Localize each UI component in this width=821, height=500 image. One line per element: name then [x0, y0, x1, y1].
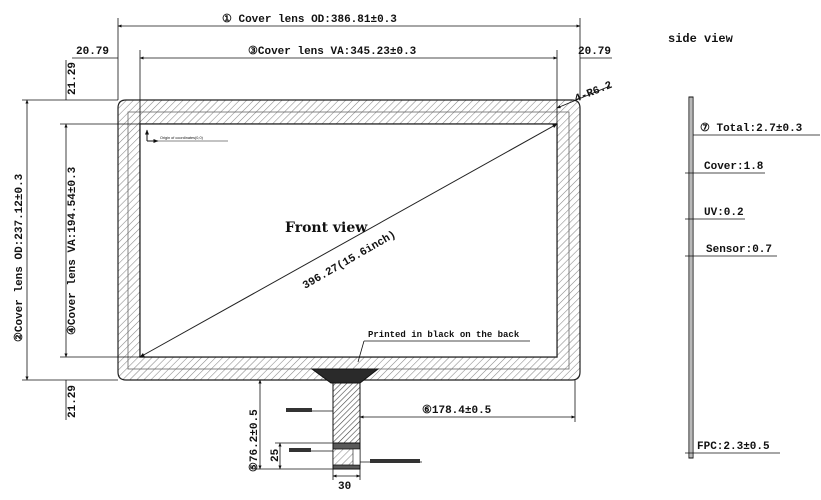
- cover-od-label: ① Cover lens OD:386.81±0.3: [222, 13, 397, 26]
- height-va-label: ④Cover lens VA:194.54±0.3: [66, 166, 79, 335]
- margin-left-label: 20.79: [76, 46, 109, 58]
- front-view: Origin of coordinates(0,0) 396.27(15.6in…: [117, 99, 581, 381]
- fpc-dimensions: ⑥178.4±0.5 ⑤76.2±0.5 25 30: [248, 379, 576, 493]
- margin-right-label: 20.79: [578, 46, 611, 58]
- height-od-label: ②Cover lens OD:237.12±0.3: [13, 173, 26, 342]
- fpc-side-label: FPC:2.3±0.5: [697, 441, 770, 453]
- print-note: Printed in black on the back: [368, 330, 520, 340]
- sensor-label: Sensor:0.7: [706, 244, 772, 256]
- fpc-width-label: 30: [338, 481, 351, 493]
- uv-label: UV:0.2: [704, 207, 744, 219]
- fpc-contact-block: [352, 448, 361, 466]
- fpc-callout-box-2: [289, 448, 311, 452]
- cover-va-label: ③Cover lens VA:345.23±0.3: [248, 45, 417, 58]
- margin-top-label: 21.29: [67, 62, 79, 95]
- fpc: [286, 368, 422, 470]
- cover-label: Cover:1.8: [704, 161, 764, 173]
- diagonal-line: [139, 123, 558, 358]
- fpc-callout-box-3: [370, 459, 420, 463]
- front-view-title: Front view: [285, 220, 368, 236]
- total-label: ⑦ Total:2.7±0.3: [700, 122, 803, 135]
- side-view-title: side view: [668, 32, 734, 46]
- print-leader: [357, 340, 365, 363]
- fpc-length-label: ⑥178.4±0.5: [422, 404, 492, 417]
- fpc-neck: [310, 368, 380, 384]
- fpc-tail: [332, 382, 361, 444]
- corner-leader: [556, 85, 611, 109]
- corner-label: 4-R6.2: [573, 80, 614, 106]
- fpc-callout-box-1: [286, 408, 312, 412]
- origin-note: Origin of coordinates(0,0): [160, 136, 204, 140]
- fpc-tail-label: 25: [270, 448, 282, 462]
- margin-bottom-label: 21.29: [67, 385, 79, 418]
- fpc-total-label: ⑤76.2±0.5: [248, 409, 261, 472]
- left-dimensions: ②Cover lens OD:237.12±0.3 ④Cover lens VA…: [13, 60, 140, 420]
- side-view: side view ⑦ Total:2.7±0.3 Cover:1.8 UV:0…: [668, 32, 820, 459]
